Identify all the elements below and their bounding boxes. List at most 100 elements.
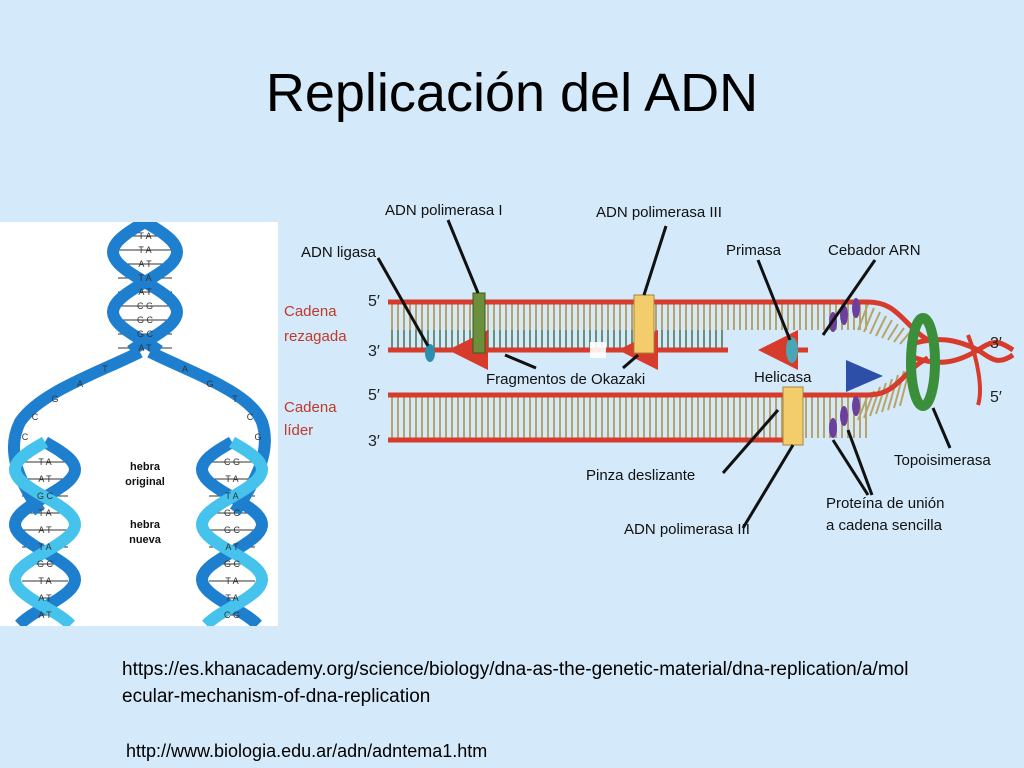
fork-rung-bottom — [875, 382, 887, 415]
single-base-label: G — [51, 394, 58, 404]
base-pair-label: A T — [138, 287, 152, 297]
label-pol-i: ADN polimerasa I — [385, 202, 503, 219]
label-helicasa: Helicasa — [754, 369, 812, 386]
base-pair-label: G C — [137, 329, 154, 339]
bottom-right-original — [195, 436, 268, 630]
base-pair-label: T A — [225, 593, 238, 603]
single-base-label: C — [32, 412, 39, 422]
bottom-left-new — [8, 436, 81, 630]
topoisomerase-ring — [906, 313, 940, 411]
base-pair-label: G C — [224, 525, 241, 535]
fork-rung-top — [899, 331, 911, 345]
hebra-nueva-label-2: nueva — [129, 534, 162, 546]
parental-strand-c — [966, 334, 982, 406]
base-pair-label: A T — [38, 593, 52, 603]
source-link-khan[interactable]: https://es.khanacademy.org/science/biolo… — [122, 656, 912, 710]
label-pinza: Pinza deslizante — [586, 467, 695, 484]
base-pair-label: T A — [38, 542, 51, 552]
bottom-left-original — [9, 436, 82, 630]
fork-rung-bottom — [857, 394, 869, 421]
base-pair-label: G C — [137, 315, 154, 325]
end-3-bottom: 3′ — [368, 433, 380, 450]
base-pair-label: A T — [138, 259, 152, 269]
single-base-label: C — [22, 432, 29, 442]
base-pair-label: T A — [38, 457, 51, 467]
helicase-wedge — [846, 360, 883, 392]
leader-okazaki-2 — [622, 353, 639, 370]
base-pair-label: A T — [38, 474, 52, 484]
pol-i-marker — [425, 344, 435, 362]
hebra-original-label-1: hebra — [130, 461, 161, 473]
base-pair-label: T A — [138, 231, 151, 241]
base-pair-label: A T — [38, 610, 52, 620]
label-cadena-rezagada-1: Cadena — [284, 303, 337, 320]
label-proteina-2: a cadena sencilla — [826, 517, 943, 534]
fork-rung-bottom — [887, 374, 899, 411]
label-topo: Topoisimerasa — [894, 452, 991, 469]
single-base-label: G — [206, 379, 213, 389]
source-link-biologia[interactable]: http://www.biologia.edu.ar/adn/adntema1.… — [126, 741, 488, 761]
label-proteina-1: Proteína de unión — [826, 495, 944, 512]
base-pair-label: G C — [224, 559, 241, 569]
leader-cebador — [821, 259, 877, 336]
base-pair-label: C G — [224, 457, 240, 467]
fork-rung-top — [857, 303, 869, 331]
top-helix-strand-b — [106, 216, 184, 357]
base-pair-label: T A — [38, 508, 51, 518]
pol-iii-top-block — [633, 294, 655, 354]
leader-pinza — [721, 409, 780, 474]
label-cadena-lider-2: líder — [284, 422, 313, 439]
single-base-label: A — [77, 379, 83, 389]
fork-rung-top — [875, 315, 887, 337]
leader-ssb-2 — [846, 429, 874, 496]
end-3-top: 3′ — [368, 343, 380, 360]
fork-rung-top — [863, 307, 875, 333]
leader-topo — [931, 407, 952, 449]
fork-rung-top — [893, 327, 905, 343]
ssb-protein — [852, 396, 860, 416]
label-cebador: Cebador ARN — [828, 242, 921, 259]
base-pair-label: T A — [225, 576, 238, 586]
base-pair-label: A T — [225, 542, 239, 552]
okazaki-gap — [590, 342, 606, 358]
ssb-protein — [852, 298, 860, 318]
label-cadena-rezagada-2: rezagada — [284, 328, 347, 345]
base-pair-label: A T — [38, 525, 52, 535]
end-5-bottom: 5′ — [368, 387, 380, 404]
fork-rung-top — [887, 323, 899, 341]
pol-iii-bottom-block — [782, 386, 804, 446]
base-pair-label: A T — [138, 343, 152, 353]
leader-pol-iii-top — [642, 225, 668, 296]
end-3-right: 3′ — [990, 335, 1002, 352]
base-pair-label: T A — [225, 491, 238, 501]
ligase-block — [472, 292, 486, 354]
hebra-original-label-2: original — [125, 476, 165, 488]
label-pol-iii-top: ADN polimerasa III — [596, 204, 722, 221]
label-primasa: Primasa — [726, 242, 782, 259]
fork-rung-bottom — [881, 378, 893, 413]
leader-ligasa — [376, 257, 430, 347]
base-pair-label: T A — [38, 576, 51, 586]
source-link-khan-text[interactable]: https://es.khanacademy.org/science/biolo… — [122, 659, 909, 707]
base-pair-label: T A — [138, 273, 151, 283]
slide-title: Replicación del ADN — [265, 63, 759, 123]
primase-blob — [786, 337, 798, 363]
base-pair-label: T A — [138, 245, 151, 255]
leader-pol-iii-bottom — [741, 444, 795, 529]
label-cadena-lider-1: Cadena — [284, 399, 337, 416]
single-base-label: T — [232, 394, 238, 404]
leader-pol-i — [446, 219, 480, 294]
label-ligasa: ADN ligasa — [301, 244, 377, 261]
base-pair-label: G C — [224, 508, 241, 518]
ssb-protein — [829, 418, 837, 438]
leader-ssb-1 — [831, 439, 870, 496]
fork-rung-top — [869, 311, 881, 335]
leader-primasa — [756, 259, 792, 341]
replication-fork-diagram: ADN polimerasa I ADN polimerasa III ADN … — [278, 190, 1024, 550]
single-base-label: C — [247, 412, 254, 422]
ssb-protein — [840, 406, 848, 426]
label-pol-iii-bottom: ADN polimerasa III — [624, 521, 750, 538]
bottom-right-new — [196, 436, 269, 630]
